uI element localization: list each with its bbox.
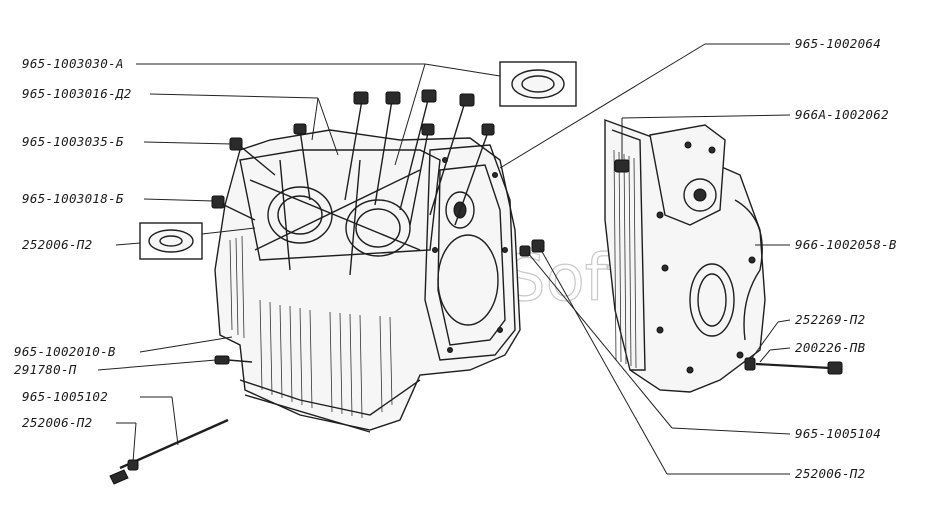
label-965-1003035-b: 965-1003035-Б bbox=[22, 134, 124, 149]
label-965-1003016-d2: 965-1003016-Д2 bbox=[22, 86, 132, 101]
leader-lines bbox=[97, 43, 791, 475]
housing-long-bolt bbox=[744, 357, 843, 375]
crankcase-block bbox=[211, 89, 521, 433]
cylinder-studs bbox=[293, 89, 495, 226]
label-252269-p2: 252269-П2 bbox=[795, 312, 865, 327]
label-965-1003018-b: 965-1003018-Б bbox=[22, 191, 124, 206]
washer-box-upper bbox=[499, 61, 577, 107]
label-252006-p2-left: 252006-П2 bbox=[22, 237, 92, 252]
housing-nut bbox=[614, 159, 630, 173]
label-966-1002058-v: 966-1002058-В bbox=[795, 237, 897, 252]
dipstick-rod bbox=[109, 418, 229, 485]
label-965-1002010-v: 965-1002010-В bbox=[14, 344, 116, 359]
washer-box-left bbox=[139, 222, 203, 260]
label-965-1005104: 965-1005104 bbox=[795, 426, 881, 441]
label-965-1005102: 965-1005102 bbox=[22, 389, 108, 404]
label-966a-1002062: 966А-1002062 bbox=[795, 107, 889, 122]
flywheel-housing bbox=[604, 119, 766, 393]
label-965-1002064: 965-1002064 bbox=[795, 36, 881, 51]
drain-plug bbox=[214, 355, 230, 365]
side-bolt-lower bbox=[211, 195, 225, 209]
label-291780-p: 291780-П bbox=[14, 362, 77, 377]
label-200226-pv: 200226-ПВ bbox=[795, 340, 866, 355]
label-252006-p2-lower: 252006-П2 bbox=[22, 415, 92, 430]
label-252006-p2-right: 252006-П2 bbox=[795, 466, 865, 481]
label-965-1003030-a: 965-1003030-А bbox=[22, 56, 124, 71]
